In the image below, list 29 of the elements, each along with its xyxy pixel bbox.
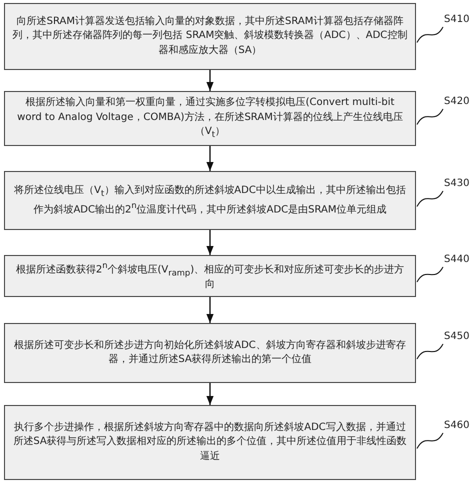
step-text: 根据所述输入向量和第一权重向量，通过实施多位字转模拟电压(Convert multi-bit word to Analog Voltage，COMBA)方法，在所述SRAM计算器的位线上产生位线电压（V$_{t}$） [16,96,404,141]
arrow [206,146,214,171]
process-box [4,405,416,480]
arrow [206,383,214,405]
step-text: 向所述SRAM计算器发送包括输入向量的对象数据，其中所述SRAM计算器包括存储器阵列，其中所述存储器阵列的每一列包括 SRAM突触、斜坡模数转换器（ADC）、ADC控制器和感应放大器（SA） [12,14,408,58]
arrow [206,297,214,323]
leader-line [416,108,444,125]
leader-line [416,266,444,282]
process-box [4,255,416,297]
leader-line [416,26,444,43]
step-label: S450 [444,331,470,343]
leader-line [416,344,444,360]
arrow [206,70,214,91]
step-label: S410 [444,14,470,26]
process-box [4,171,416,230]
step-label: S460 [444,420,470,432]
process-box [4,323,416,383]
step-label: S420 [444,96,470,108]
step-text: 将所述位线电压（V$_{t}$）输入到对应函数的所述斜坡ADC中以生成输出，其中所述输出包括作为斜坡ADC输出的2$^{n}$位温度计代码，其中所述斜坡ADC是由SRAM位单元组成 [13,184,407,217]
process-box [4,3,416,70]
step-text: 执行多个步进操作，根据所述斜坡方向寄存器中的数据向所述斜坡ADC写入数据，并通过所述SA获得与所述写入数据相对应的所述输出的多个位值，其中所述位值用于非线性函数逼近 [12,420,408,464]
leader-line [416,190,444,207]
step-text: 根据所述函数获得2$^{n}$个斜坡电压(V$_{ramp}$)、相应的可变步长和对应所述可变步长的步进方向 [14,259,406,292]
step-label: S430 [444,178,470,190]
leader-line [416,432,444,449]
step-text: 根据所述可变步长和所述步进方向初始化所述斜坡ADC、斜坡方向寄存器和斜坡步进寄存器，并通过所述SA获得所述输出的第一个位值 [13,338,407,367]
step-label: S440 [444,254,470,266]
arrow [206,230,214,255]
process-box [4,91,416,146]
